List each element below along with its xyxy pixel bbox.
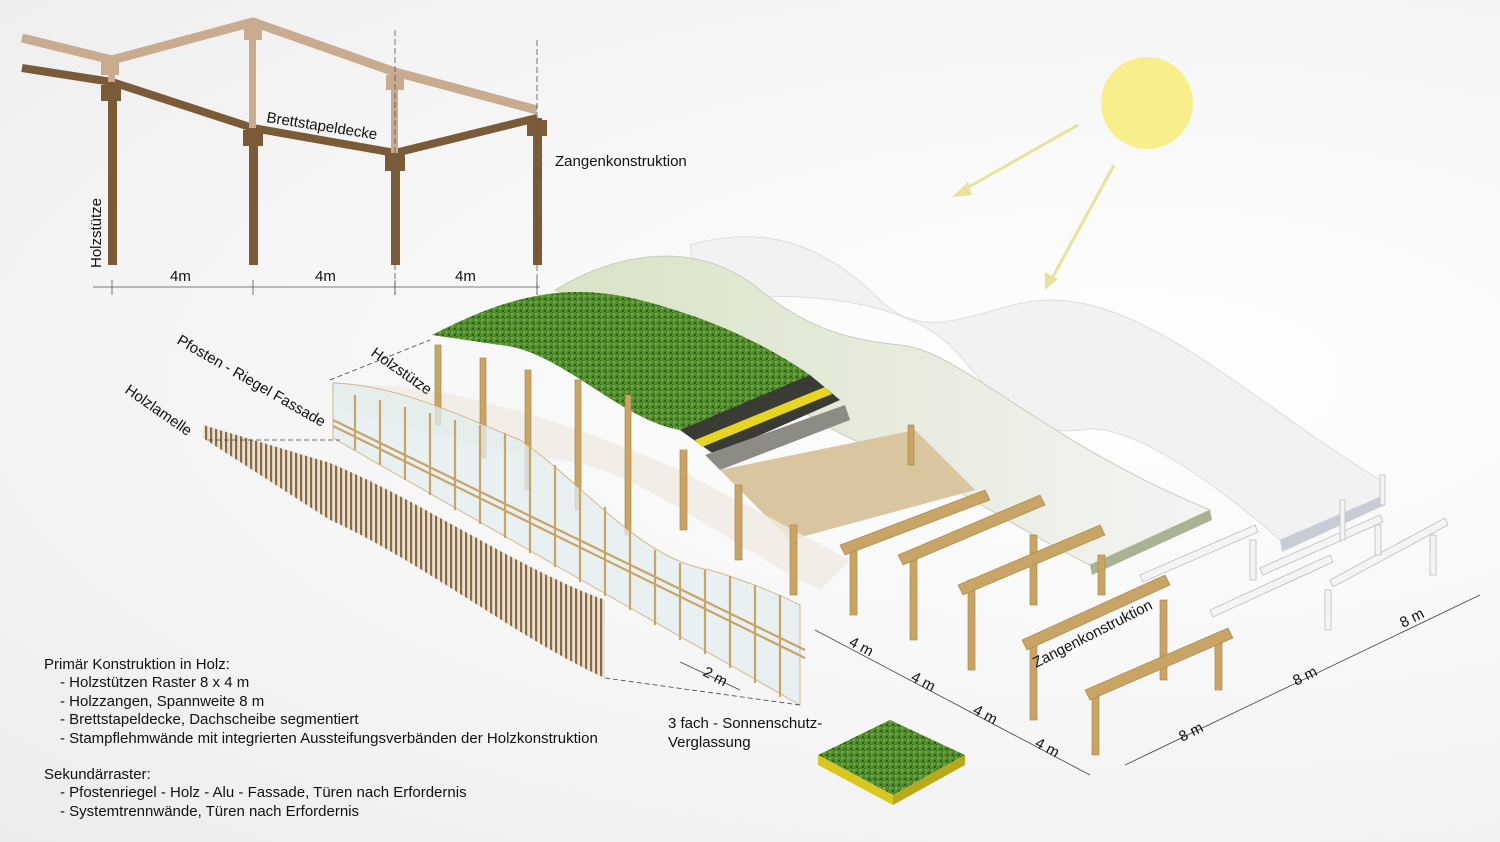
glazing-label-line1: 3 fach - Sonnenschutz- — [668, 715, 823, 732]
sun-icon — [952, 57, 1193, 290]
dim-8m-c: 8 m — [1397, 605, 1427, 632]
dim-8m-b: 8 m — [1290, 663, 1320, 690]
secondary-item: - Pfostenriegel - Holz - Alu - Fassade, … — [60, 784, 467, 802]
elevation-frame — [20, 17, 547, 295]
primary-item: - Holzzangen, Spannweite 8 m — [60, 692, 265, 710]
green-roof-sample — [818, 720, 965, 805]
dim-4m-3: 4m — [455, 268, 476, 285]
dim-8m-a: 8 m — [1176, 719, 1206, 746]
primary-title: Primär Konstruktion in Holz: — [44, 656, 230, 673]
label-holzlamelle: Holzlamelle — [122, 381, 195, 439]
dim-4m-c: 4 m — [970, 702, 1000, 729]
glass-facade — [332, 382, 806, 706]
green-roof — [432, 292, 975, 540]
dim-2m: 2 m — [700, 664, 730, 691]
secondary-title: Sekundärraster: — [44, 766, 151, 784]
label-zangenkonstruktion-elevation: Zangenkonstruktion — [555, 153, 687, 170]
construction-notes: Primär Konstruktion in Holz: - Holzstütz… — [44, 656, 598, 821]
timber-lamellae — [203, 425, 605, 678]
primary-item: - Stampflehmwände mit integrierten Ausst… — [60, 729, 598, 747]
primary-item: - Holzstützen Raster 8 x 4 m — [60, 674, 250, 692]
glazing-label-line2: Verglassung — [668, 734, 751, 751]
dim-4m-b: 4 m — [908, 669, 938, 696]
dim-4m-1: 4m — [170, 268, 191, 285]
dim-4m-d: 4 m — [1032, 735, 1062, 762]
glazing-label: 3 fach - Sonnenschutz- Verglassung — [668, 714, 822, 752]
secondary-item: - Systemtrennwände, Türen nach Erfordern… — [60, 802, 360, 820]
label-holzstuetze-elevation: Holzstütze — [88, 198, 105, 268]
dimension-lines — [208, 339, 1481, 776]
primary-item: - Brettstapeldecke, Dachscheibe segmenti… — [60, 711, 359, 729]
timber-columns — [434, 344, 1234, 756]
steel-columns — [1139, 474, 1449, 631]
label-pfosten-riegel-fassade: Pfosten - Riegel Fassade — [174, 332, 328, 431]
dim-4m-a: 4 m — [846, 634, 876, 661]
dim-4m-2: 4m — [315, 268, 336, 285]
